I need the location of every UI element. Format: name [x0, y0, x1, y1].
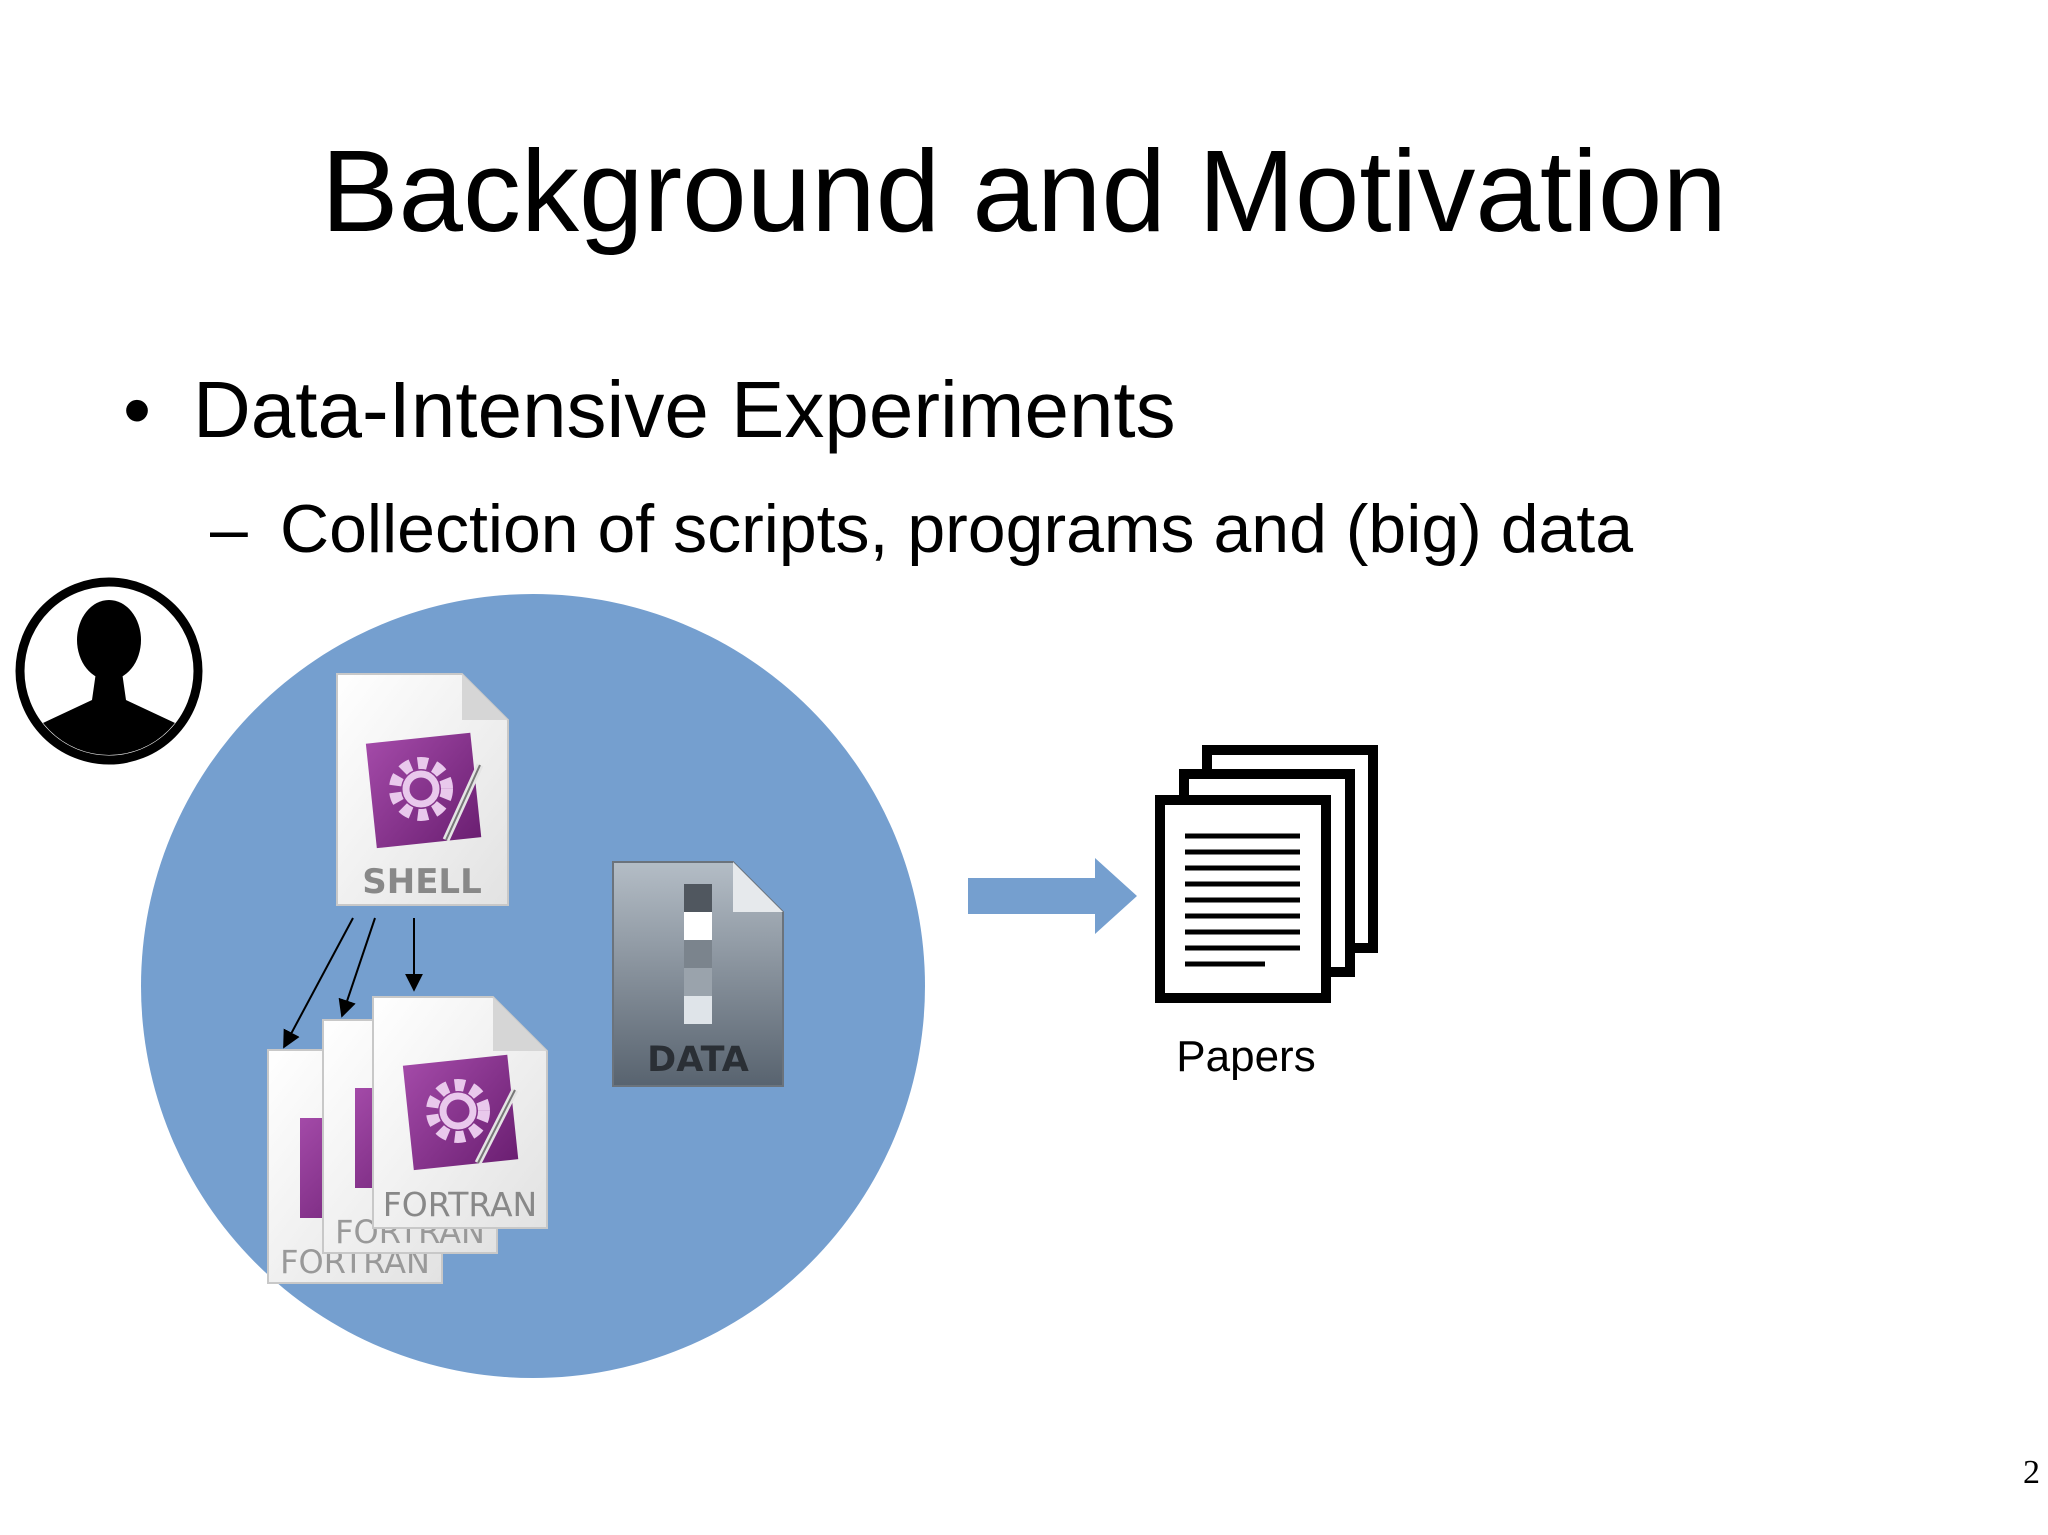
sub-bullet-text: Collection of scripts, programs and (big… [280, 491, 1634, 567]
shell-file-label: SHELL [362, 862, 482, 902]
stacked-documents-icon [1155, 745, 1378, 1003]
shell-script-icon [336, 673, 509, 906]
bullet-item: • Data-Intensive Experiments [123, 364, 1176, 456]
slide-title: Background and Motivation [321, 126, 1727, 256]
page-number: 2 [2023, 1454, 2040, 1491]
fortran-program-icon: FORTRAN [372, 996, 548, 1229]
invocation-arrows [283, 917, 423, 1049]
sub-bullet-item: – Collection of scripts, programs and (b… [210, 490, 1633, 568]
experiment-circle [141, 594, 925, 1378]
user-silhouette-icon [15, 577, 203, 765]
data-file-label: DATA [647, 1040, 749, 1080]
bullet-text: Data-Intensive Experiments [193, 365, 1176, 454]
output-arrow [968, 858, 1137, 934]
bullet-mark: • [123, 365, 152, 454]
fortran-file-label: FORTRAN [383, 1185, 538, 1224]
sub-bullet-mark: – [210, 491, 248, 567]
papers-label: Papers [1176, 1032, 1315, 1081]
data-file-icon [612, 861, 784, 1087]
